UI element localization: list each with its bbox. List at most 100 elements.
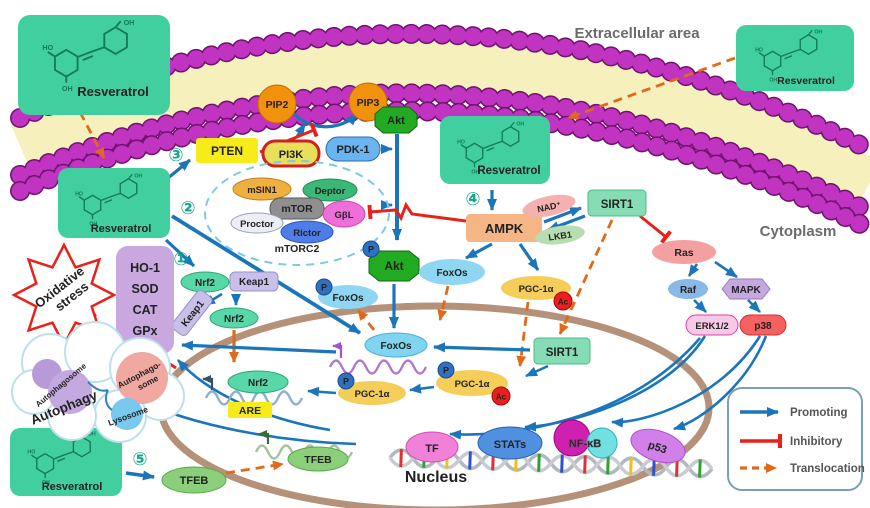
- foxos-label: FoxOs: [380, 341, 412, 352]
- nrf2-label: Nrf2: [224, 314, 244, 325]
- node-raf: Raf: [668, 279, 708, 299]
- arrow-pgc1a-to-are: [307, 386, 337, 397]
- node-deptor: [302, 178, 358, 202]
- arrow-nucleus-to-autophagosome: [177, 359, 331, 432]
- resveratrol-label: Resveratrol: [77, 84, 149, 99]
- node-akt-membrane: Akt: [374, 106, 418, 134]
- gbl-label: GβL: [335, 210, 354, 221]
- pten-label: PTEN: [211, 144, 243, 158]
- akt-label: Akt: [387, 115, 405, 127]
- arrow-p38-to-nfkb: [611, 335, 762, 428]
- pip3-label: PIP3: [357, 97, 380, 109]
- pgc1a-label: PGC-1α: [355, 389, 390, 400]
- erk12-label: ERK1/2: [695, 321, 728, 332]
- resveratrol-label: Resveratrol: [91, 223, 152, 235]
- phospho-badge: [315, 278, 333, 296]
- acetyl-label: Ac: [558, 298, 569, 307]
- node-nrf2-free: Nrf2: [209, 307, 259, 329]
- pgc1a-label: PGC-1α: [455, 379, 490, 390]
- pip2-label: PIP2: [266, 99, 289, 111]
- cytoplasm-label: Cytoplasm: [760, 223, 837, 240]
- node-keap1-released: Keap1: [171, 290, 213, 336]
- tfeb-label: TFEB: [180, 475, 209, 487]
- translocation-tfeb-into-nucleus: [225, 460, 284, 475]
- extracellular-label: Extracellular area: [574, 25, 700, 42]
- acetyl-badge: [553, 291, 573, 311]
- sirt1-label: SIRT1: [546, 347, 579, 359]
- are-promoter-arrow: [202, 375, 214, 390]
- node-nfkb: NF-κB: [553, 419, 618, 459]
- phospho-badge: [437, 361, 455, 379]
- lysosome-vesicle: [111, 398, 143, 430]
- mtorc2-label: mTORC2: [275, 243, 320, 255]
- arrow-resv-to-tfeb: [125, 470, 155, 481]
- node-msin1: [232, 177, 292, 201]
- inhibit-sirt1-ras: [639, 214, 672, 244]
- phospho-label: P: [343, 377, 349, 387]
- legend-inhibitory-label: Inhibitory: [790, 436, 843, 448]
- tfeb-promoter-arrow: [258, 430, 270, 444]
- resveratrol-box-middle: Resveratrol: [440, 116, 550, 184]
- node-ampk: AMPK: [466, 214, 542, 242]
- proctor-label: Proctor: [240, 219, 274, 230]
- nuclear-tfeb-gene: TFEB: [254, 430, 354, 472]
- antioxidant-enzymes-box: HO-1 SOD CAT GPx etc.: [116, 246, 174, 354]
- acetyl-badge: [491, 386, 511, 406]
- ras-label: Ras: [674, 247, 693, 259]
- pdk1-label: PDK-1: [336, 144, 369, 156]
- mtor-label: mTOR: [281, 203, 313, 215]
- keap1-label: Keap1: [239, 277, 269, 288]
- arrow-mapk-to-p38: [747, 299, 761, 313]
- nrf2-keap1-complex: Nrf2 Keap1: [180, 271, 279, 293]
- lkb1-label: LKB1: [548, 229, 573, 242]
- tfeb-label: TFEB: [304, 454, 332, 466]
- msin1-label: mSIN1: [247, 185, 277, 196]
- arrow-ampk-to-foxos: [465, 242, 493, 260]
- mtorc2-complex: mSIN1 Deptor mTOR GβL Proctor Rictor mTO…: [204, 160, 390, 266]
- resveratrol-box-top-right: Resveratrol: [736, 25, 854, 91]
- autophagosome-pink-vesicle: [116, 352, 168, 404]
- foxos-label: FoxOs: [332, 293, 364, 304]
- node-mtor: [269, 197, 325, 220]
- node-rictor: [280, 220, 334, 244]
- nucleus-label: Nucleus: [405, 469, 467, 486]
- stats-label: STATs: [494, 439, 526, 451]
- arrow-ras-to-mapk: [714, 260, 738, 279]
- resveratrol-label: Resveratrol: [777, 75, 835, 87]
- node-lkb1: LKB1: [535, 225, 585, 245]
- translocation-sirt1-into-nucleus: [558, 219, 614, 335]
- arrow-erk-to-tf: [449, 337, 701, 440]
- node-sirt1-nucleus: SIRT1: [533, 337, 591, 365]
- resveratrol-label: Resveratrol: [477, 165, 540, 177]
- node-foxos-cytoplasm: FoxOs: [419, 259, 485, 285]
- node-tf: TF: [405, 431, 459, 463]
- foxos-promoter-arrow: [332, 342, 343, 358]
- node-proctor: [230, 212, 284, 234]
- node-sirt1-cytoplasm: SIRT1: [587, 189, 647, 217]
- step-1: ①: [173, 249, 188, 269]
- mapk-label: MAPK: [731, 285, 761, 296]
- fusion-connector: [87, 381, 113, 411]
- step-2: ②: [180, 198, 195, 218]
- p38-label: p38: [754, 321, 772, 332]
- phospho-label: P: [443, 366, 449, 376]
- pgc1a-label: PGC-1α: [519, 284, 554, 295]
- resveratrol-box-left: Resveratrol: [58, 168, 170, 238]
- pi3k-label: PI3K: [279, 149, 304, 161]
- oxidative-stress-burst: Oxidative stress: [11, 242, 117, 348]
- node-gbl: [322, 200, 366, 228]
- arrow-transcription-to-enzymes: [181, 340, 337, 354]
- arrow-ampk-to-pgc1a: [518, 243, 540, 271]
- node-pdk1: PDK-1: [325, 136, 381, 162]
- arrow-raf-to-erk: [693, 299, 707, 313]
- autophagosome-vesicle-large: [48, 370, 92, 414]
- enzyme-sod: SOD: [131, 282, 158, 296]
- nrf2-label: Nrf2: [248, 378, 268, 389]
- node-p-foxos-cytoplasm: FoxOs P: [315, 278, 378, 309]
- ampk-label: AMPK: [485, 221, 524, 236]
- arrow-pgc1a-deacetyl: [409, 383, 435, 394]
- node-p-pgc1a-nucleus: PGC-1α P: [337, 372, 406, 405]
- resveratrol-label: Resveratrol: [42, 481, 103, 493]
- step-4: ④: [465, 189, 480, 209]
- inhibit-ampk-mtorc2: [367, 201, 467, 223]
